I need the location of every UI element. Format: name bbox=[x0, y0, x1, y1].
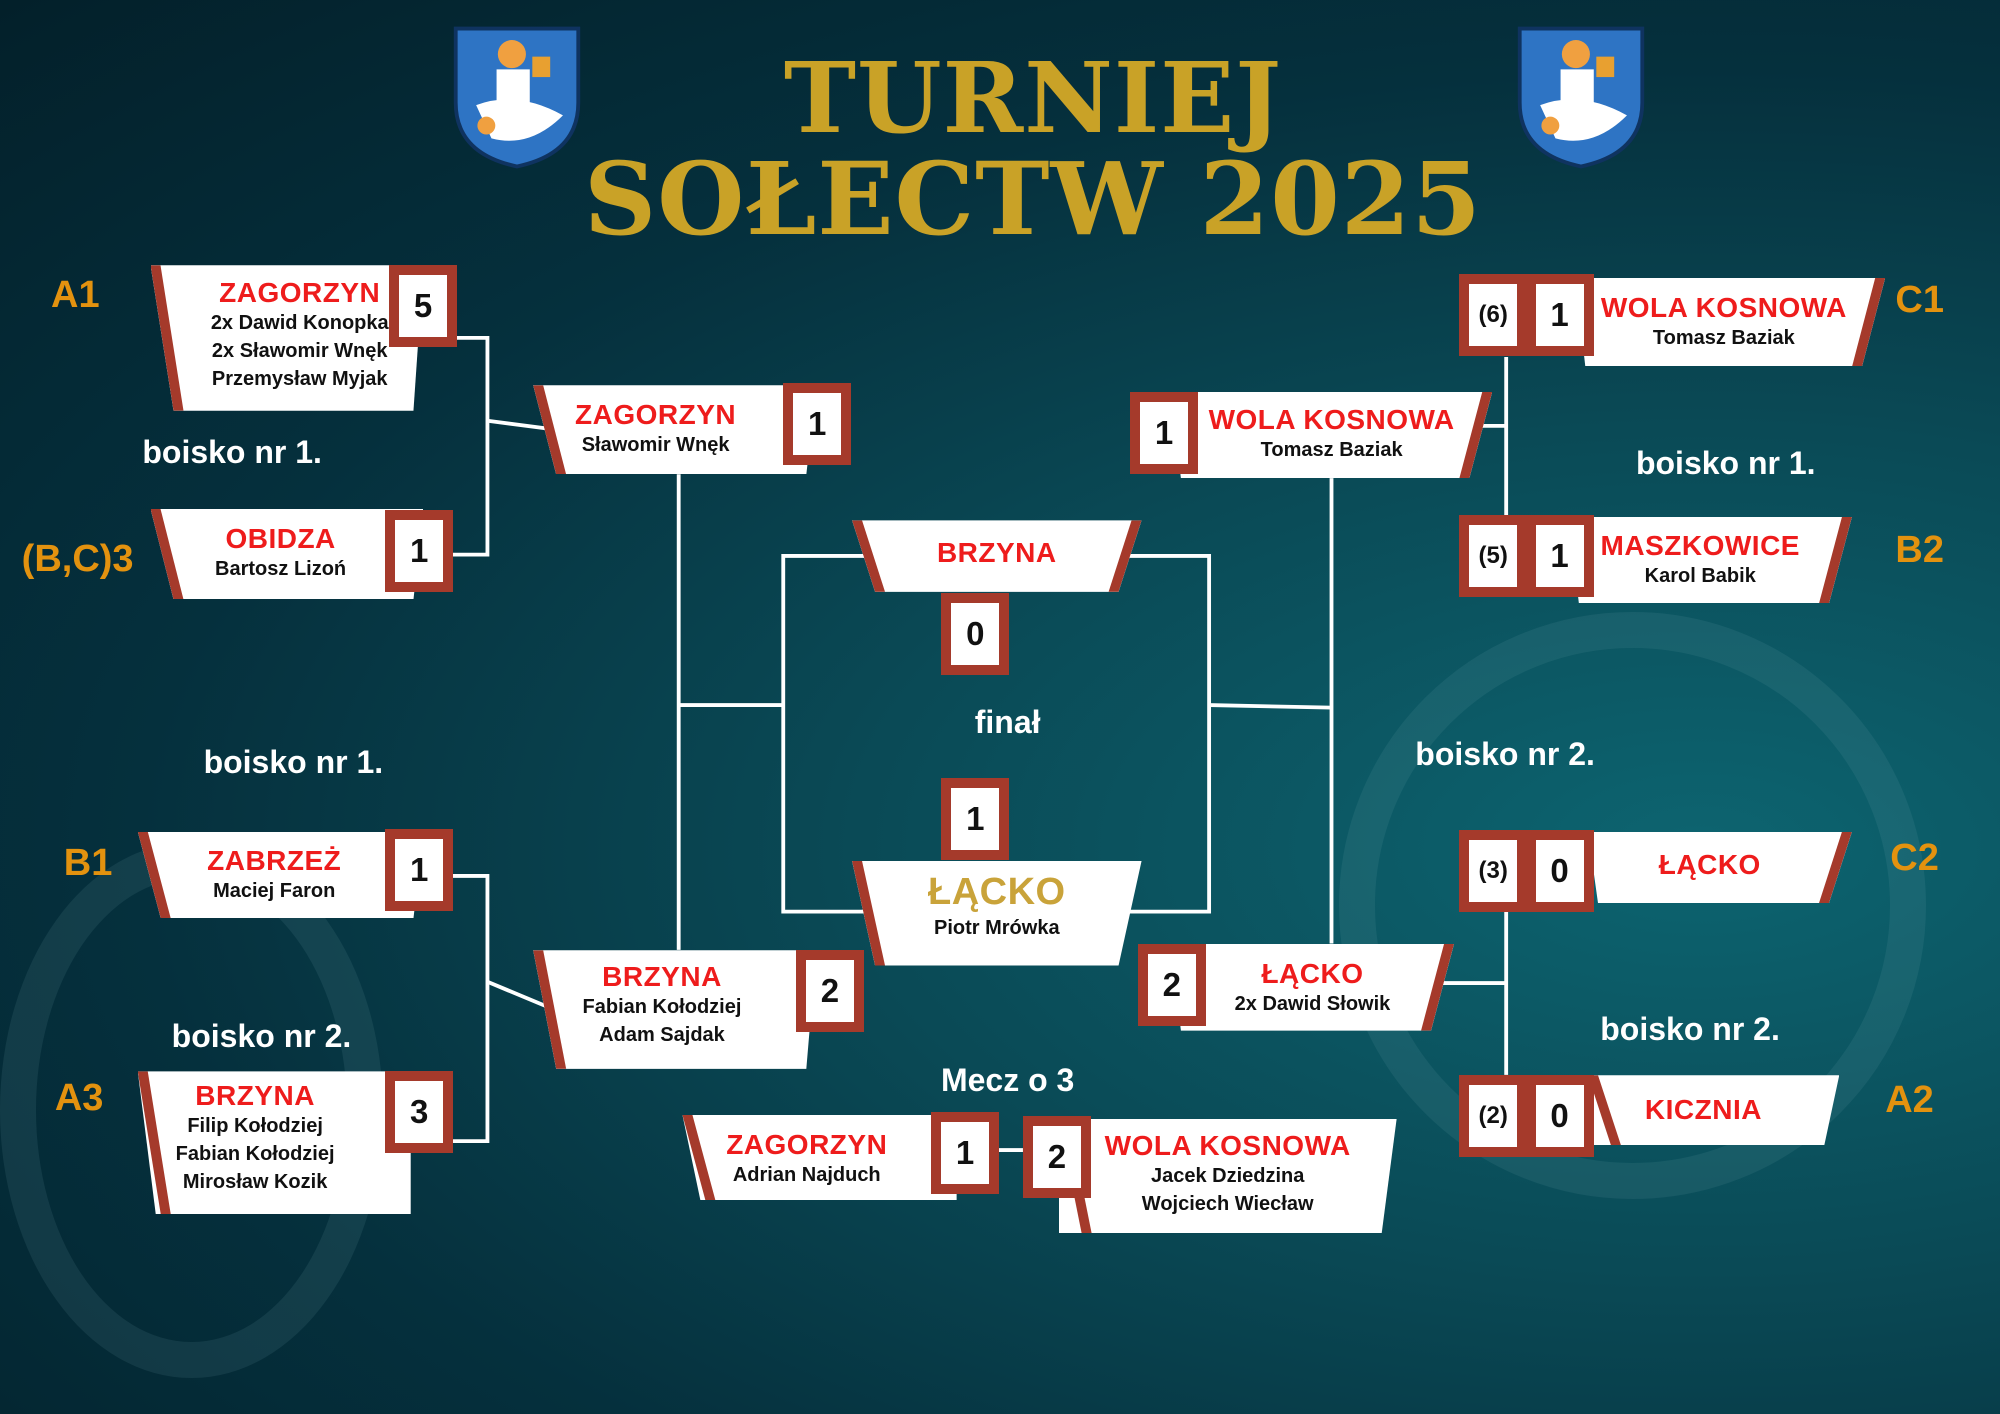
team-card: OBIDZA Bartosz Lizoń bbox=[151, 509, 424, 600]
team-name: ŁĄCKO bbox=[1658, 849, 1761, 881]
team-name: ŁĄCKO bbox=[1261, 957, 1364, 989]
score-box: 1 bbox=[1130, 391, 1199, 474]
scorer: 2x Dawid Słowik bbox=[1234, 992, 1391, 1015]
scorer: Piotr Mrówka bbox=[934, 917, 1060, 940]
penalty-score-box: (2) bbox=[1459, 1075, 1528, 1158]
score-box: 1 bbox=[385, 510, 454, 593]
score-box: 3 bbox=[385, 1071, 454, 1154]
finalist-card: BRZYNA bbox=[852, 520, 1142, 591]
scorer: Bartosz Lizoń bbox=[215, 557, 347, 580]
team-card: KICZNIA bbox=[1588, 1075, 1839, 1145]
team-name: ZAGORZYN bbox=[575, 398, 737, 430]
score-box: 0 bbox=[1525, 830, 1594, 913]
title-line-2: SOŁECTW 2025 bbox=[584, 140, 1482, 258]
team-name: KICZNIA bbox=[1644, 1094, 1762, 1126]
scorer: Fabian Kołodziej bbox=[582, 996, 742, 1019]
team-name: BRZYNA bbox=[936, 536, 1057, 568]
scorer: Tomasz Baziak bbox=[1260, 439, 1403, 462]
score-box: 0 bbox=[941, 593, 1010, 676]
score-box: 2 bbox=[1137, 943, 1206, 1026]
team-name: WOLA KOSNOWA bbox=[1208, 404, 1455, 436]
scorer: Jacek Dziedzina bbox=[1150, 1164, 1305, 1187]
score-box: 1 bbox=[941, 778, 1010, 861]
penalty-score-box: (6) bbox=[1459, 274, 1528, 357]
group-label: A3 bbox=[54, 1076, 104, 1119]
pitch-label: boisko nr 1. bbox=[142, 433, 322, 470]
group-label: A1 bbox=[51, 274, 100, 317]
pitch-label: boisko nr 2. bbox=[1415, 735, 1595, 772]
score-box: 1 bbox=[783, 382, 852, 465]
group-label: A2 bbox=[1885, 1079, 1934, 1122]
scorer: 2x Sławomir Wnęk bbox=[211, 339, 388, 362]
team-card: ZABRZEŻ Maciej Faron bbox=[138, 832, 424, 919]
score-box: 2 bbox=[1022, 1116, 1091, 1199]
scorer: Adrian Najduch bbox=[732, 1163, 881, 1186]
third-place-label: Mecz o 3 bbox=[940, 1062, 1075, 1099]
team-name: BRZYNA bbox=[602, 961, 722, 993]
score-box: 2 bbox=[795, 950, 864, 1033]
score-box: 1 bbox=[385, 829, 454, 912]
coat-of-arms-icon bbox=[1517, 26, 1644, 168]
scorer: Mirosław Kozik bbox=[182, 1171, 328, 1194]
scorer: Przemysław Myjak bbox=[211, 367, 388, 390]
pitch-label: boisko nr 1. bbox=[203, 743, 384, 780]
score-box: 5 bbox=[389, 265, 458, 348]
scorer: Filip Kołodziej bbox=[187, 1115, 323, 1138]
group-label: (B,C)3 bbox=[21, 538, 134, 581]
title-line-1: TURNIEJ bbox=[783, 41, 1283, 155]
team-name: WOLA KOSNOWA bbox=[1104, 1129, 1351, 1161]
penalty-score-box: (5) bbox=[1459, 515, 1528, 598]
score-box: 1 bbox=[1525, 274, 1594, 357]
scorer: Karol Babik bbox=[1644, 565, 1756, 588]
team-card: WOLA KOSNOWA Tomasz Baziak bbox=[1575, 278, 1885, 366]
team-name: ZAGORZYN bbox=[726, 1128, 888, 1160]
coat-of-arms-icon bbox=[453, 26, 580, 168]
team-card: ZAGORZYN Adrian Najduch bbox=[682, 1114, 957, 1201]
pitch-label: boisko nr 2. bbox=[171, 1017, 352, 1054]
team-card: ŁĄCKO 2x Dawid Słowik bbox=[1171, 944, 1454, 1031]
scorer: Sławomir Wnęk bbox=[581, 433, 730, 456]
final-label: finał bbox=[974, 704, 1041, 741]
scorer: Tomasz Baziak bbox=[1652, 326, 1795, 349]
penalty-score-box: (3) bbox=[1459, 830, 1528, 913]
scorer: Wojciech Wiecław bbox=[1141, 1192, 1314, 1215]
group-label: B1 bbox=[63, 841, 113, 884]
score-box: 1 bbox=[1525, 515, 1594, 598]
team-name: ŁĄCKO bbox=[927, 871, 1066, 914]
team-card: MASZKOWICE Karol Babik bbox=[1569, 517, 1852, 604]
team-card: ŁĄCKO bbox=[1588, 832, 1852, 903]
team-card: ZAGORZYN Sławomir Wnęk bbox=[533, 385, 816, 474]
team-name: ZAGORZYN bbox=[219, 276, 381, 308]
group-label: C2 bbox=[1890, 836, 1939, 879]
scorer: 2x Dawid Konopka bbox=[210, 311, 389, 334]
pitch-label: boisko nr 1. bbox=[1635, 445, 1816, 482]
team-card: ZAGORZYN 2x Dawid Konopka 2x Sławomir Wn… bbox=[151, 265, 424, 410]
champion-card: ŁĄCKO Piotr Mrówka bbox=[852, 861, 1142, 966]
score-box: 0 bbox=[1525, 1075, 1594, 1158]
score-box: 1 bbox=[931, 1112, 1000, 1195]
team-name: WOLA KOSNOWA bbox=[1600, 291, 1847, 323]
pitch-label: boisko nr 2. bbox=[1600, 1011, 1780, 1048]
team-card: BRZYNA Fabian Kołodziej Adam Sajdak bbox=[533, 950, 816, 1069]
team-name: OBIDZA bbox=[225, 522, 336, 554]
team-name: ZABRZEŻ bbox=[207, 845, 342, 877]
scorer: Fabian Kołodziej bbox=[175, 1143, 335, 1166]
team-card: BRZYNA Filip Kołodziej Fabian Kołodziej … bbox=[137, 1071, 411, 1215]
team-card: WOLA KOSNOWA Tomasz Baziak bbox=[1171, 392, 1492, 479]
team-name: BRZYNA bbox=[195, 1080, 315, 1112]
team-name: MASZKOWICE bbox=[1600, 530, 1800, 562]
team-card: WOLA KOSNOWA Jacek Dziedzina Wojciech Wi… bbox=[1059, 1119, 1397, 1234]
scorer: Adam Sajdak bbox=[599, 1024, 725, 1047]
scorer: Maciej Faron bbox=[213, 880, 336, 903]
group-label: C1 bbox=[1895, 279, 1944, 322]
group-label: B2 bbox=[1895, 529, 1944, 572]
